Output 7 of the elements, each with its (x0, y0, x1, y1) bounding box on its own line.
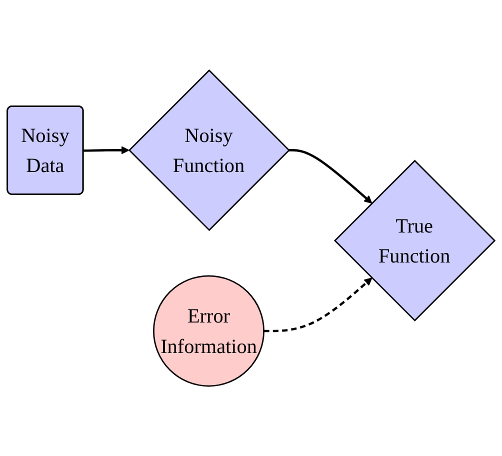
node-circle (153, 275, 264, 387)
node-diamond (334, 160, 496, 322)
flowchart: Noisy Data Noisy Function Error Information True Function (0, 62, 502, 394)
arrow (288, 148, 372, 204)
arrow (264, 277, 372, 332)
node-diamond (128, 69, 290, 231)
arrow (83, 146, 130, 154)
